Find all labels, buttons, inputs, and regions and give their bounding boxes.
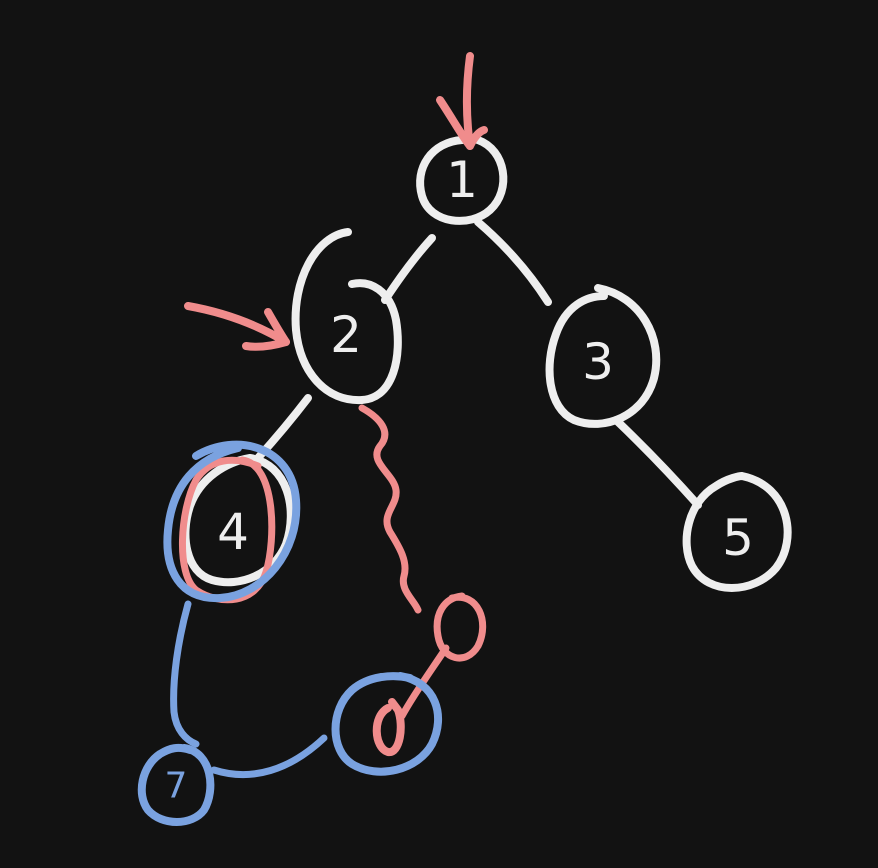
node-2-label: 2 xyxy=(330,306,362,364)
node-1: 1 xyxy=(416,135,508,225)
node-6: 6 xyxy=(331,592,487,776)
node-5: 5 xyxy=(682,472,792,592)
node-1-label: 1 xyxy=(446,151,478,209)
node-6-red-mark xyxy=(372,698,405,756)
edge-1-2 xyxy=(381,234,436,304)
node-5-circle xyxy=(682,472,792,592)
node-4-circle-blue xyxy=(163,440,301,603)
node-7-label: 7 xyxy=(165,766,188,807)
pointer-arrow-node-1 xyxy=(436,52,488,150)
pointer-arrow-node-1-head xyxy=(436,96,488,150)
node-3: 3 xyxy=(545,284,661,428)
node-7: 7 xyxy=(137,743,215,826)
node-7-circle xyxy=(137,743,215,826)
edge-2-6-wavy xyxy=(358,404,422,614)
edge-4-7 xyxy=(170,600,200,748)
node-4-circle-white xyxy=(181,454,295,587)
node-6-circle-blue xyxy=(331,672,443,776)
pointer-arrow-node-1-shaft xyxy=(463,52,474,150)
node-3-circle xyxy=(545,284,661,428)
pointer-arrow-node-2 xyxy=(184,302,290,351)
node-5-label: 5 xyxy=(722,509,754,567)
node-4-label: 4 xyxy=(217,503,249,561)
pointer-arrow-node-2-head xyxy=(242,308,290,351)
edge-7-6 xyxy=(210,734,328,779)
node-4: 4 xyxy=(163,440,301,604)
node-3-label: 3 xyxy=(582,333,614,391)
edge-3-5 xyxy=(612,416,702,509)
edge-1-3 xyxy=(474,218,552,306)
node-2-circle xyxy=(291,228,402,405)
pointer-arrow-node-2-shaft xyxy=(184,302,290,346)
node-4-circle-red xyxy=(179,456,276,604)
node-6-red-loop xyxy=(433,592,487,662)
node-2: 2 xyxy=(291,228,402,405)
